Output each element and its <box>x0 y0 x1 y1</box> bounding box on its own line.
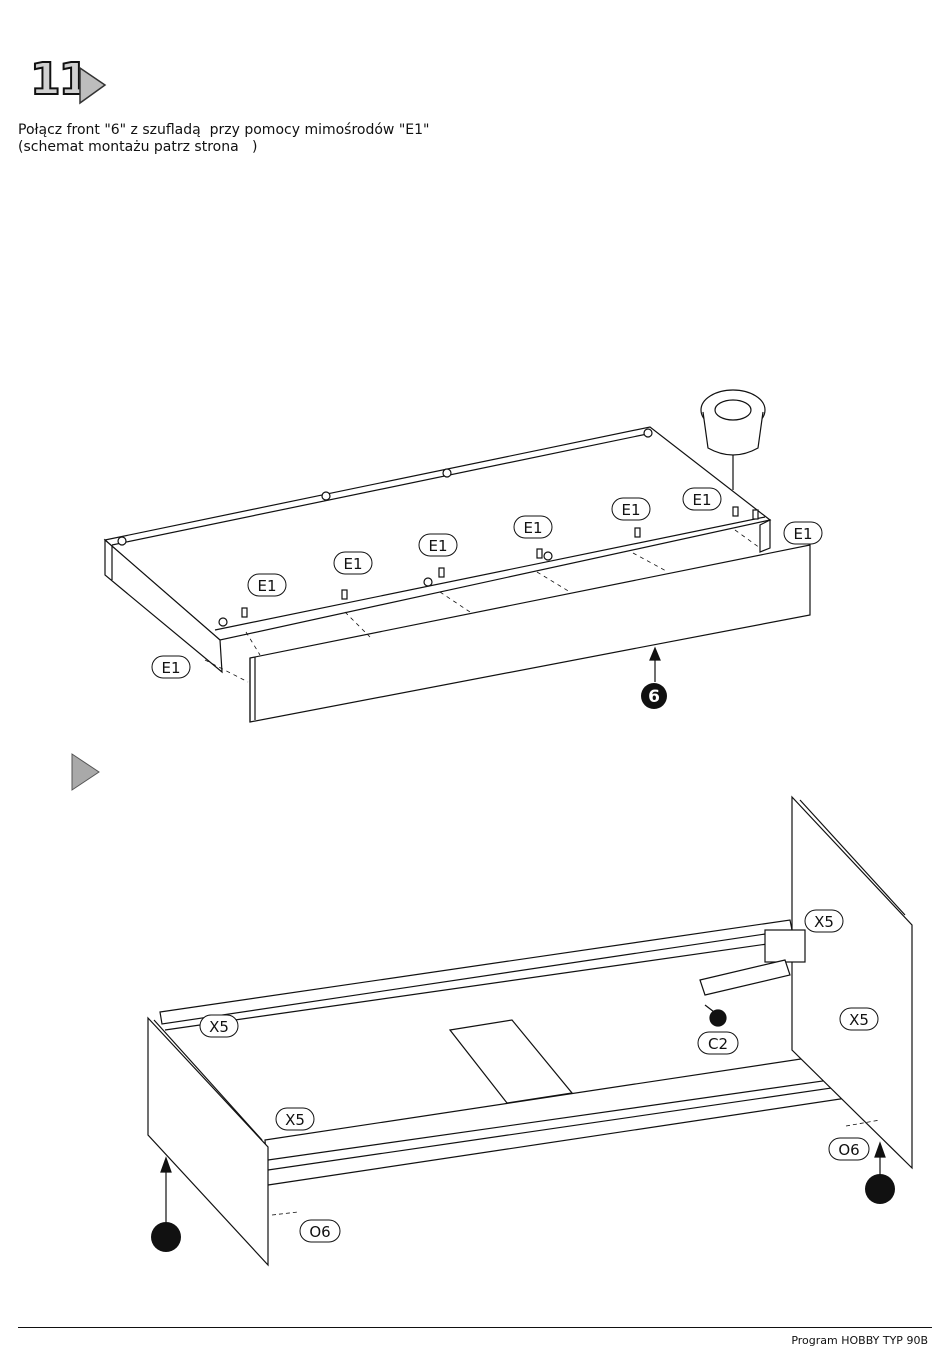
part-badge-left <box>151 1222 181 1252</box>
callout-e1: E1 <box>683 488 721 510</box>
callout-e1: E1 <box>419 534 457 556</box>
callout-x5-label: X5 <box>849 1011 869 1029</box>
callout-e1-label: E1 <box>523 519 542 537</box>
callout-e1-label: E1 <box>161 659 180 677</box>
callout-x5: X5 <box>276 1108 314 1130</box>
callout-e1-label: E1 <box>793 525 812 543</box>
callout-e1: E1 <box>152 656 190 678</box>
part-number-label: 6 <box>648 687 660 707</box>
footer-divider <box>18 1327 932 1328</box>
callout-e1-label: E1 <box>257 577 276 595</box>
callout-e1-label: E1 <box>343 555 362 573</box>
callout-x5-label: X5 <box>209 1018 229 1036</box>
callout-c2-label: C2 <box>708 1035 728 1053</box>
drawer-illustration <box>105 390 810 722</box>
callout-e1: E1 <box>784 522 822 544</box>
callout-e1-label: E1 <box>692 491 711 509</box>
callout-x5-label: X5 <box>285 1111 305 1129</box>
callout-x5: X5 <box>840 1008 878 1030</box>
bed-frame-illustration <box>148 797 912 1265</box>
callout-e1: E1 <box>334 552 372 574</box>
callout-o6-label: O6 <box>838 1141 859 1159</box>
callout-e1: E1 <box>612 498 650 520</box>
part-badge-right <box>865 1174 895 1204</box>
callout-x5-label: X5 <box>814 913 834 931</box>
callout-o6: O6 <box>300 1220 340 1242</box>
footer-text: Program HOBBY TYP 90B <box>791 1334 928 1347</box>
callout-e1: E1 <box>514 516 552 538</box>
callout-o6: O6 <box>829 1138 869 1160</box>
callout-e1: E1 <box>248 574 286 596</box>
callout-x5: X5 <box>805 910 843 932</box>
callout-e1-label: E1 <box>621 501 640 519</box>
callout-c2: C2 <box>698 1032 738 1054</box>
callout-x5: X5 <box>200 1015 238 1037</box>
callout-e1-label: E1 <box>428 537 447 555</box>
callout-o6-label: O6 <box>309 1223 330 1241</box>
part-number-badge: 6 <box>641 683 667 709</box>
